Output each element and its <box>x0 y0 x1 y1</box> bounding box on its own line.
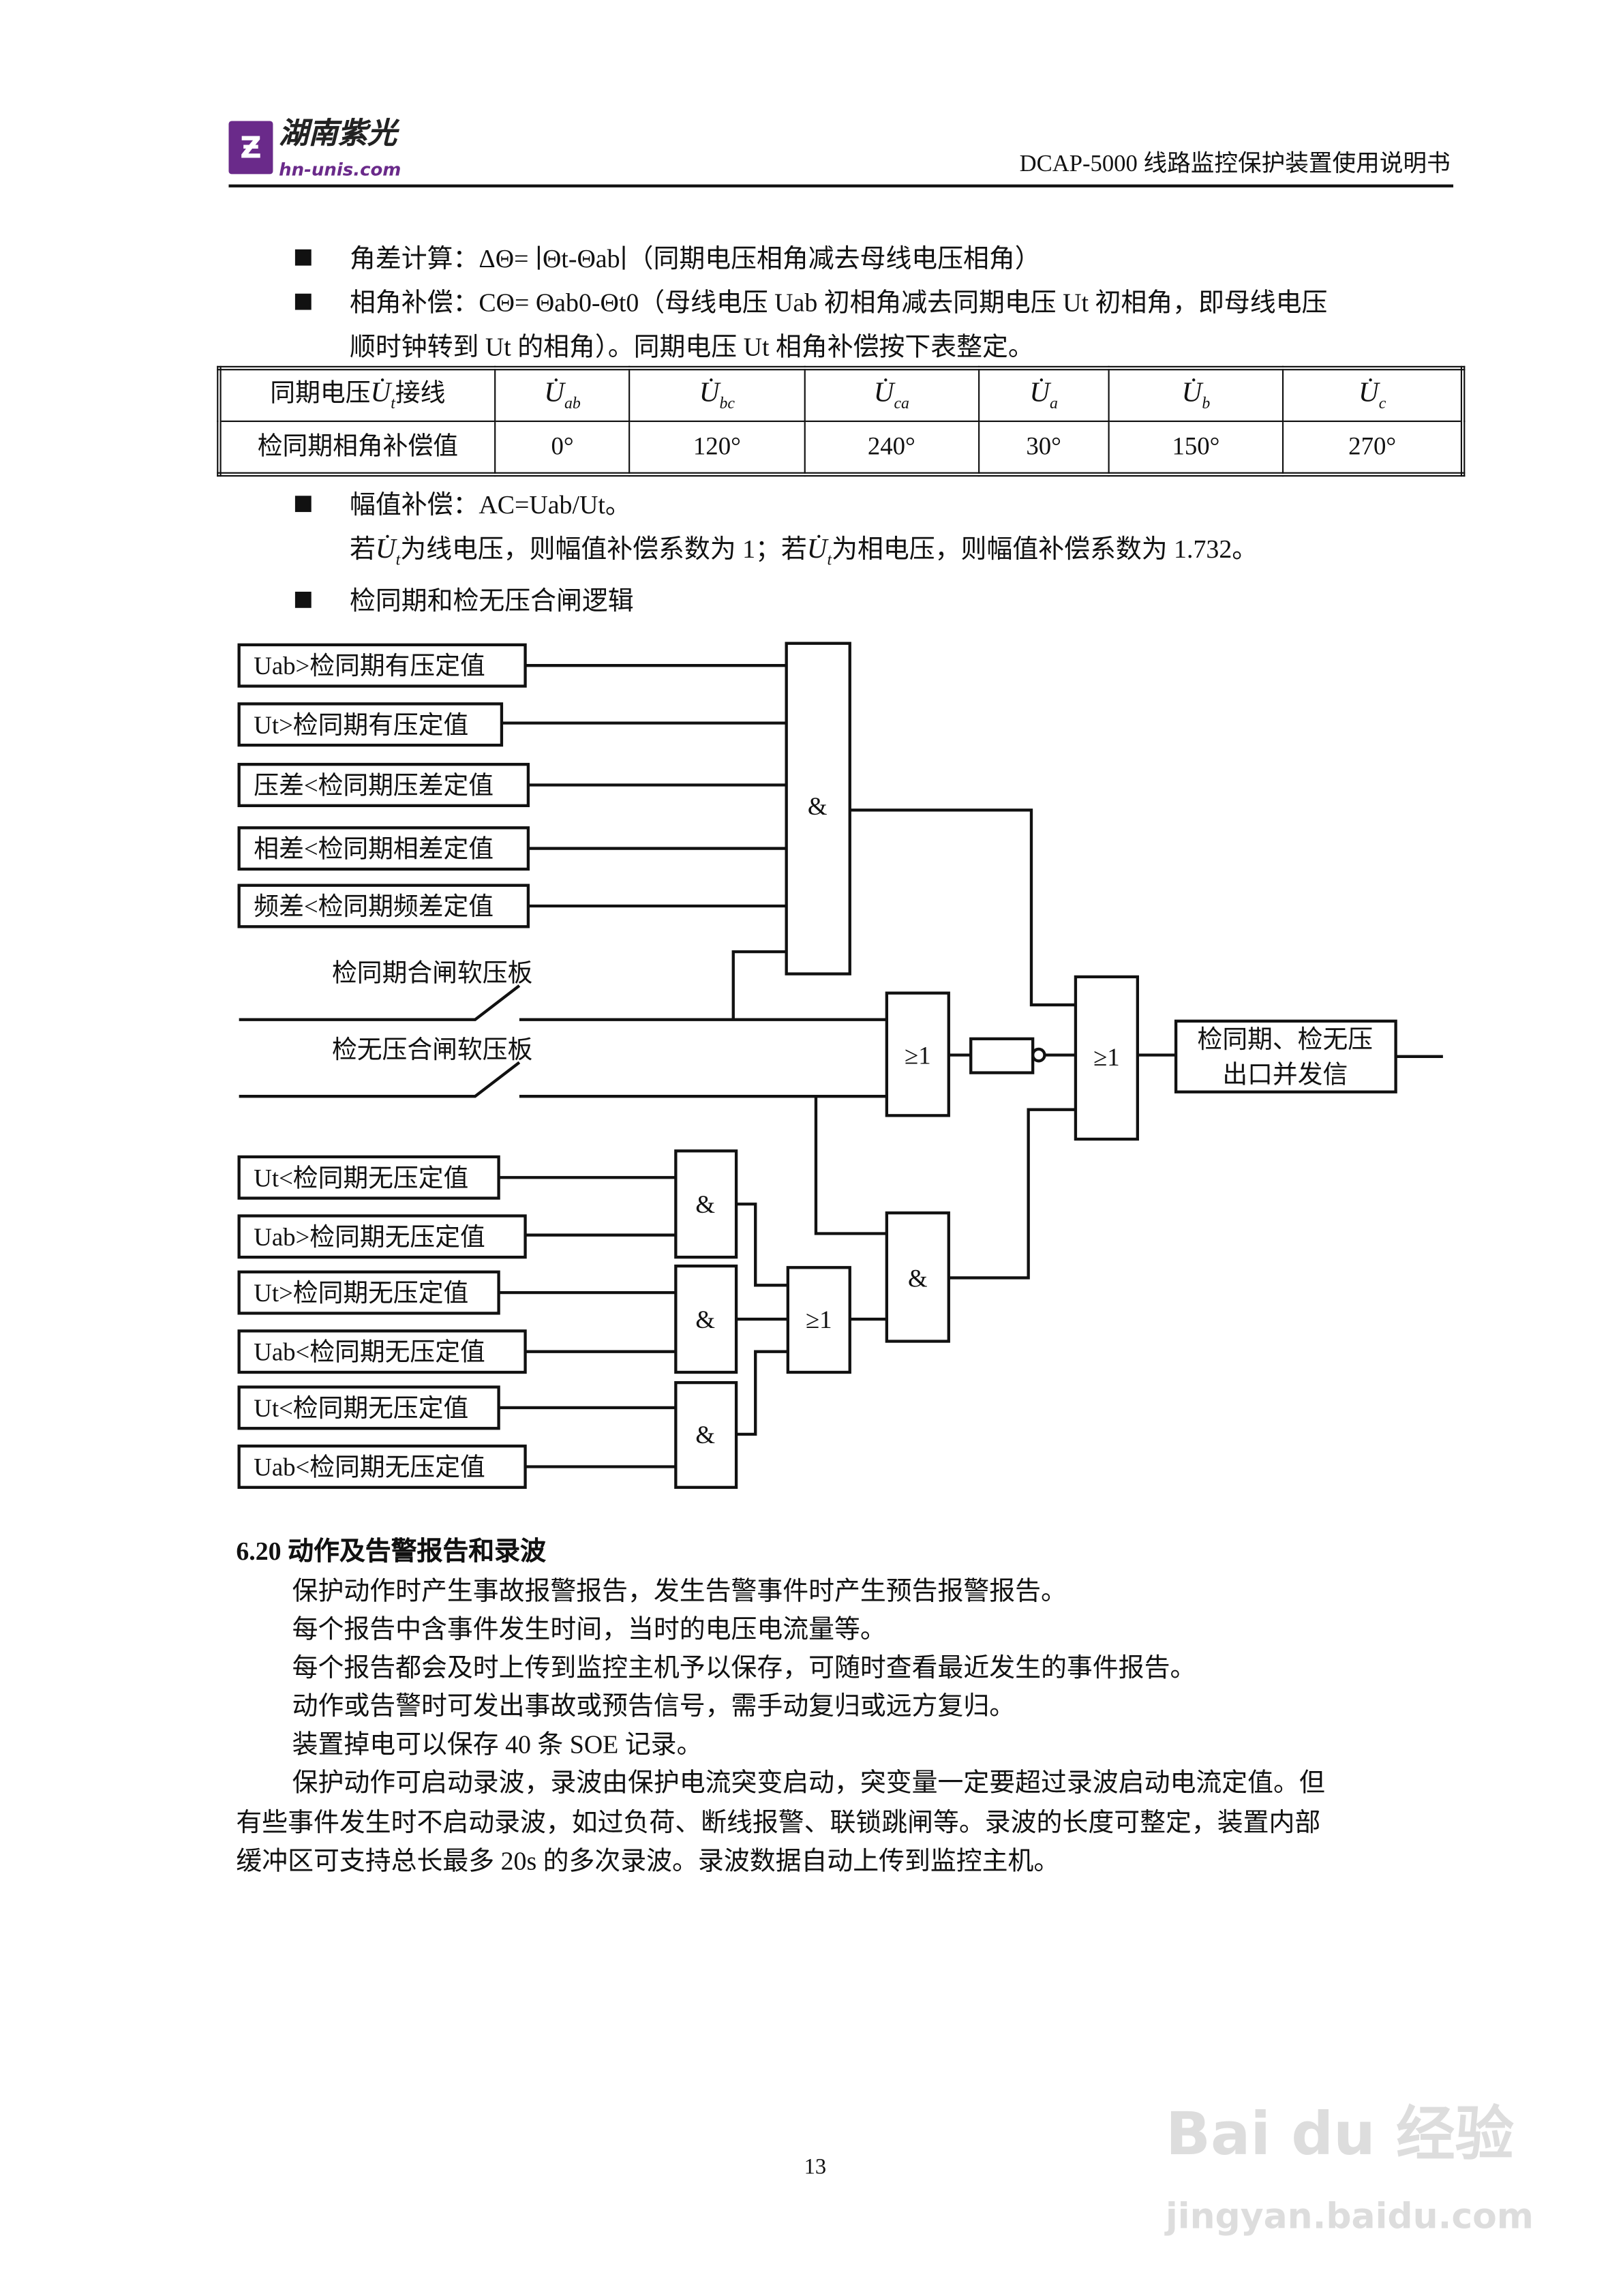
logo-url: hn-unis.com <box>279 159 401 181</box>
logo-mark-icon: Ƶ <box>228 121 273 175</box>
table-cell: 0° <box>494 420 631 475</box>
bullet-icon <box>294 249 312 266</box>
paragraph-line: 保护动作时产生事故报警报告，发生告警事件时产生预告报警报告。 <box>292 1575 1067 1605</box>
sync-condition-box <box>237 702 504 747</box>
and-gate-small-1 <box>674 1149 738 1259</box>
table-cell: 120° <box>628 420 805 475</box>
output-label-line1: 检同期、检无压 <box>1198 1025 1373 1053</box>
inverter-block <box>969 1037 1035 1074</box>
novolt-condition-label: Uab>检同期无压定值 <box>254 1223 485 1251</box>
wires <box>239 664 1443 1468</box>
paragraph-line: 有些事件发生时不启动录波，如过负荷、断线报警、联锁跳闸等。录波的长度可整定，装置… <box>236 1807 1321 1837</box>
novolt-condition-box <box>237 1329 527 1374</box>
bullet-icon <box>294 496 312 513</box>
gate-label: ≥1 <box>806 1305 832 1333</box>
novolt-condition-box <box>237 1270 500 1315</box>
amp-comp-text: 幅值补偿：AC=Uab/Ut。 <box>349 489 631 519</box>
angle-diff-text: 角差计算：ΔΘ= ∣Θt-Θab∣（同期电压相角减去母线电压相角） <box>349 243 1041 273</box>
table-header-cell: U̇b <box>1108 367 1284 423</box>
and-gate-novolt <box>885 1211 950 1343</box>
table-header-cell: 同期电压U̇t接线 <box>218 367 496 423</box>
amp-note-text: 若U̇t为线电压，则幅值补偿系数为 1；若U̇t为相电压，则幅值补偿系数为 1.… <box>349 534 1258 570</box>
novolt-condition-box <box>237 1385 500 1430</box>
paragraph-line: 每个报告都会及时上传到监控主机予以保存，可随时查看最近发生的事件报告。 <box>292 1652 1196 1682</box>
sync-condition-box <box>237 643 527 688</box>
paragraph-line: 保护动作可启动录波，录波由保护电流突变启动，突变量一定要超过录波启动电流定值。但 <box>292 1768 1325 1798</box>
sync-condition-label: Ut>检同期有压定值 <box>254 711 468 739</box>
table-cell: 30° <box>977 420 1110 475</box>
sync-condition-label: Uab>检同期有压定值 <box>254 652 485 680</box>
output-label-line2: 出口并发信 <box>1222 1061 1348 1089</box>
novolt-condition-label: Uab<检同期无压定值 <box>254 1338 485 1366</box>
and-gate-small-3 <box>674 1380 738 1489</box>
doc-title: DCAP-5000 线路监控保护装置使用说明书 <box>1019 151 1451 177</box>
bullet-icon <box>294 293 312 310</box>
novolt-condition-label: Uab<检同期无压定值 <box>254 1453 485 1481</box>
watermark-brand: Bai du 经验 <box>1165 2101 1515 2169</box>
or-gate-switch <box>885 991 950 1117</box>
and-gate-small-2 <box>674 1264 738 1374</box>
or-gate-final <box>1074 975 1139 1141</box>
novolt-condition-label: Ut<检同期无压定值 <box>254 1164 468 1192</box>
header-rule <box>228 184 1454 187</box>
page-number: 13 <box>804 2156 827 2179</box>
phase-comp-text-cont: 顺时钟转到 Ut 的相角）。同期电压 Ut 相角补偿按下表整定。 <box>349 332 1034 362</box>
sync-condition-label: 频差<检同期频差定值 <box>254 892 494 920</box>
sync-condition-label: 相差<检同期相差定值 <box>254 835 494 863</box>
paragraph-line: 每个报告中含事件发生时间，当时的电压电流量等。 <box>292 1614 886 1644</box>
logo: Ƶ 湖南紫光 hn-unis.com <box>228 115 420 183</box>
table-header-cell: U̇bc <box>628 367 805 423</box>
table-cell: 150° <box>1108 420 1284 475</box>
table-header-cell: U̇a <box>977 367 1110 423</box>
novolt-condition-label: Ut<检同期无压定值 <box>254 1394 468 1422</box>
logic-title: 检同期和检无压合闸逻辑 <box>349 586 634 616</box>
gate-label: ≥1 <box>905 1042 931 1070</box>
output-box <box>1174 1019 1397 1093</box>
gate-label: & <box>695 1190 715 1218</box>
table-header-cell: U̇c <box>1282 367 1464 423</box>
table-header-cell: U̇ca <box>803 367 980 423</box>
paragraph-line: 装置掉电可以保存 40 条 SOE 记录。 <box>292 1729 703 1759</box>
gate-label: & <box>695 1305 715 1333</box>
switch-sync-label: 检同期合闸软压板 <box>332 958 532 986</box>
novolt-condition-box <box>237 1155 500 1200</box>
watermark-url: jingyan.baidu.com <box>1165 2195 1534 2237</box>
gate-label: & <box>695 1421 715 1449</box>
table-cell: 270° <box>1282 420 1464 475</box>
paragraph-line: 动作或告警时可发出事故或预告信号，需手动复归或远方复归。 <box>292 1691 1016 1721</box>
or-gate-novolt <box>786 1266 851 1374</box>
phase-compensation-table: 同期电压U̇t接线 U̇ab U̇bc U̇ca U̇a U̇b U̇c 检同期… <box>217 365 1466 477</box>
inverter-bubble <box>1031 1047 1046 1063</box>
gate-label: & <box>908 1264 928 1292</box>
sync-condition-label: 压差<检同期压差定值 <box>254 772 494 800</box>
sync-condition-box <box>237 763 530 807</box>
table-row: 同期电压U̇t接线 U̇ab U̇bc U̇ca U̇a U̇b U̇c <box>218 367 1464 423</box>
table-cell: 检同期相角补偿值 <box>218 420 496 475</box>
paragraph-line: 缓冲区可支持总长最多 20s 的多次录波。录波数据自动上传到监控主机。 <box>236 1845 1060 1876</box>
gate-label: ≥1 <box>1093 1043 1120 1071</box>
table-row: 检同期相角补偿值 0° 120° 240° 30° 150° 270° <box>218 420 1464 475</box>
bullet-icon <box>294 591 312 608</box>
novolt-condition-box <box>237 1445 527 1489</box>
sync-condition-box <box>237 883 530 928</box>
switch-novolt-label: 检无压合闸软压板 <box>332 1036 532 1063</box>
table-header-cell: U̇ab <box>494 367 631 423</box>
novolt-condition-box <box>237 1214 527 1259</box>
section-heading: 6.20 动作及告警报告和录波 <box>236 1536 546 1566</box>
and-gate-sync <box>785 641 851 976</box>
sync-condition-box <box>237 826 530 871</box>
novolt-condition-label: Ut>检同期无压定值 <box>254 1279 468 1307</box>
table-cell: 240° <box>803 420 980 475</box>
phase-comp-text: 相角补偿：CΘ= Θab0-Θt0（母线电压 Uab 初相角减去同期电压 Ut … <box>349 288 1328 318</box>
gate-label: & <box>808 792 828 820</box>
logo-text: 湖南紫光 <box>279 115 397 151</box>
